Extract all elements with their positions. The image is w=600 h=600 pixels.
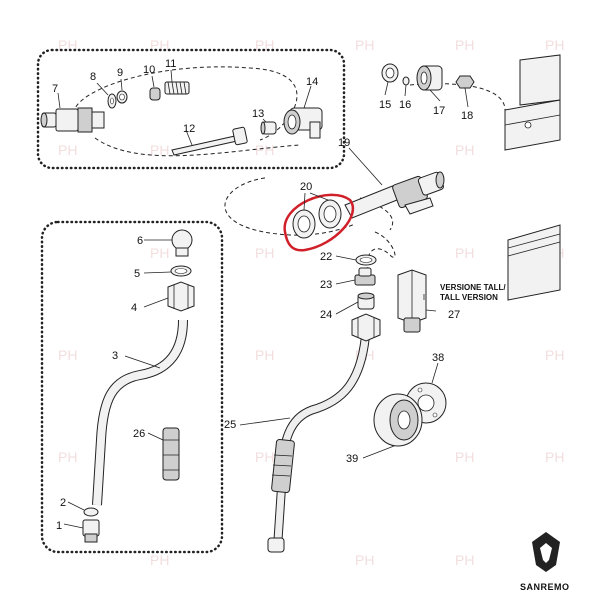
- part-3-pipe: [92, 319, 188, 506]
- part-4-nut: [167, 281, 195, 312]
- part-14-valve-body: [283, 107, 323, 139]
- drip-tray-corner: [507, 224, 561, 301]
- callout-25: 25: [224, 419, 236, 431]
- svg-text:PH: PH: [545, 37, 564, 53]
- svg-text:PH: PH: [150, 245, 169, 261]
- callout-14: 14: [306, 76, 318, 88]
- callout-13: 13: [252, 108, 264, 120]
- part-13-bushing: [260, 121, 277, 135]
- sanremo-logo: SANREMO: [520, 532, 570, 592]
- callout-4: 4: [131, 302, 137, 314]
- svg-text:PH: PH: [255, 142, 274, 158]
- callout-labels: 7 8 9 10 11 12 13 14 15 16 17 18 19 20 2…: [52, 58, 506, 532]
- part-23-nipple: [354, 267, 376, 286]
- callout-3: 3: [112, 350, 118, 362]
- part-7-fitting: [40, 107, 105, 133]
- callout-27: 27: [448, 309, 460, 321]
- svg-text:PH: PH: [455, 552, 474, 568]
- callout-19: 19: [338, 137, 350, 149]
- svg-text:PH: PH: [455, 449, 474, 465]
- assembly-line-b: [94, 137, 301, 157]
- part-25-hose: [267, 313, 381, 553]
- callout-20: 20: [300, 181, 312, 193]
- part-15-clip: [381, 63, 399, 83]
- callout-17: 17: [433, 105, 445, 117]
- svg-text:PH: PH: [355, 37, 374, 53]
- svg-text:PH: PH: [58, 449, 77, 465]
- callout-7: 7: [52, 83, 58, 95]
- callout-23: 23: [320, 279, 332, 291]
- part-16-small-ring: [402, 76, 410, 86]
- part-18-nut: [455, 75, 475, 89]
- part-6-ball-cap: [171, 229, 193, 257]
- part-11-spring: [164, 81, 190, 95]
- svg-text:PH: PH: [255, 245, 274, 261]
- callout-6: 6: [137, 235, 143, 247]
- part-26-sleeve: [162, 427, 180, 481]
- upper-group-box: [36, 48, 346, 170]
- svg-text:PH: PH: [545, 347, 564, 363]
- callout-39: 39: [346, 453, 358, 465]
- part-10-seal: [149, 87, 161, 101]
- leader-lines: [57, 69, 469, 529]
- part-1-fitting: [82, 519, 100, 543]
- part-24-insert: [357, 292, 375, 310]
- part-12-rod: [171, 126, 248, 156]
- part-19-tube-assembly: [344, 171, 445, 219]
- callout-38: 38: [432, 352, 444, 364]
- brand-name: SANREMO: [520, 582, 570, 592]
- part-17-cap: [416, 65, 443, 91]
- svg-text:PH: PH: [150, 142, 169, 158]
- part-22-oring: [355, 254, 377, 266]
- part-27-tall-extension: [397, 269, 427, 333]
- svg-text:PH: PH: [355, 552, 374, 568]
- tall-version-note-line2: TALL VERSION: [440, 293, 498, 302]
- part-20-washers: [292, 199, 342, 239]
- callout-12: 12: [183, 123, 195, 135]
- callout-2: 2: [60, 497, 66, 509]
- frame-bracket: [504, 54, 561, 151]
- callout-11: 11: [165, 58, 176, 70]
- callout-24: 24: [320, 309, 332, 321]
- part-8-washer: [107, 93, 117, 109]
- part-2-washer: [83, 507, 99, 517]
- svg-text:PH: PH: [455, 245, 474, 261]
- svg-text:PH: PH: [455, 142, 474, 158]
- assembly-line-e: [367, 231, 396, 271]
- callout-26: 26: [133, 428, 145, 440]
- lower-group-box: [40, 220, 224, 554]
- callout-22: 22: [320, 251, 332, 263]
- highlight-ring: [283, 193, 355, 252]
- assembly-line-d: [409, 83, 506, 111]
- part-5-oring: [170, 265, 192, 277]
- callout-9: 9: [117, 67, 123, 79]
- callout-10: 10: [143, 64, 155, 76]
- callout-15: 15: [379, 99, 391, 111]
- callout-8: 8: [90, 71, 96, 83]
- part-9-oring: [116, 90, 128, 104]
- svg-text:PH: PH: [455, 37, 474, 53]
- assembly-line-f: [359, 197, 393, 231]
- callout-5: 5: [134, 268, 140, 280]
- svg-text:PH: PH: [58, 142, 77, 158]
- tall-version-note-line1: VERSIONE TALL/: [440, 283, 506, 292]
- callout-1: 1: [56, 520, 62, 532]
- svg-text:PH: PH: [545, 449, 564, 465]
- svg-text:PH: PH: [255, 347, 274, 363]
- callout-18: 18: [461, 110, 473, 122]
- callout-16: 16: [399, 99, 411, 111]
- svg-text:PH: PH: [150, 552, 169, 568]
- part-39-gasket: [373, 393, 423, 447]
- svg-text:PH: PH: [58, 37, 77, 53]
- svg-text:PH: PH: [255, 449, 274, 465]
- svg-text:PH: PH: [58, 347, 77, 363]
